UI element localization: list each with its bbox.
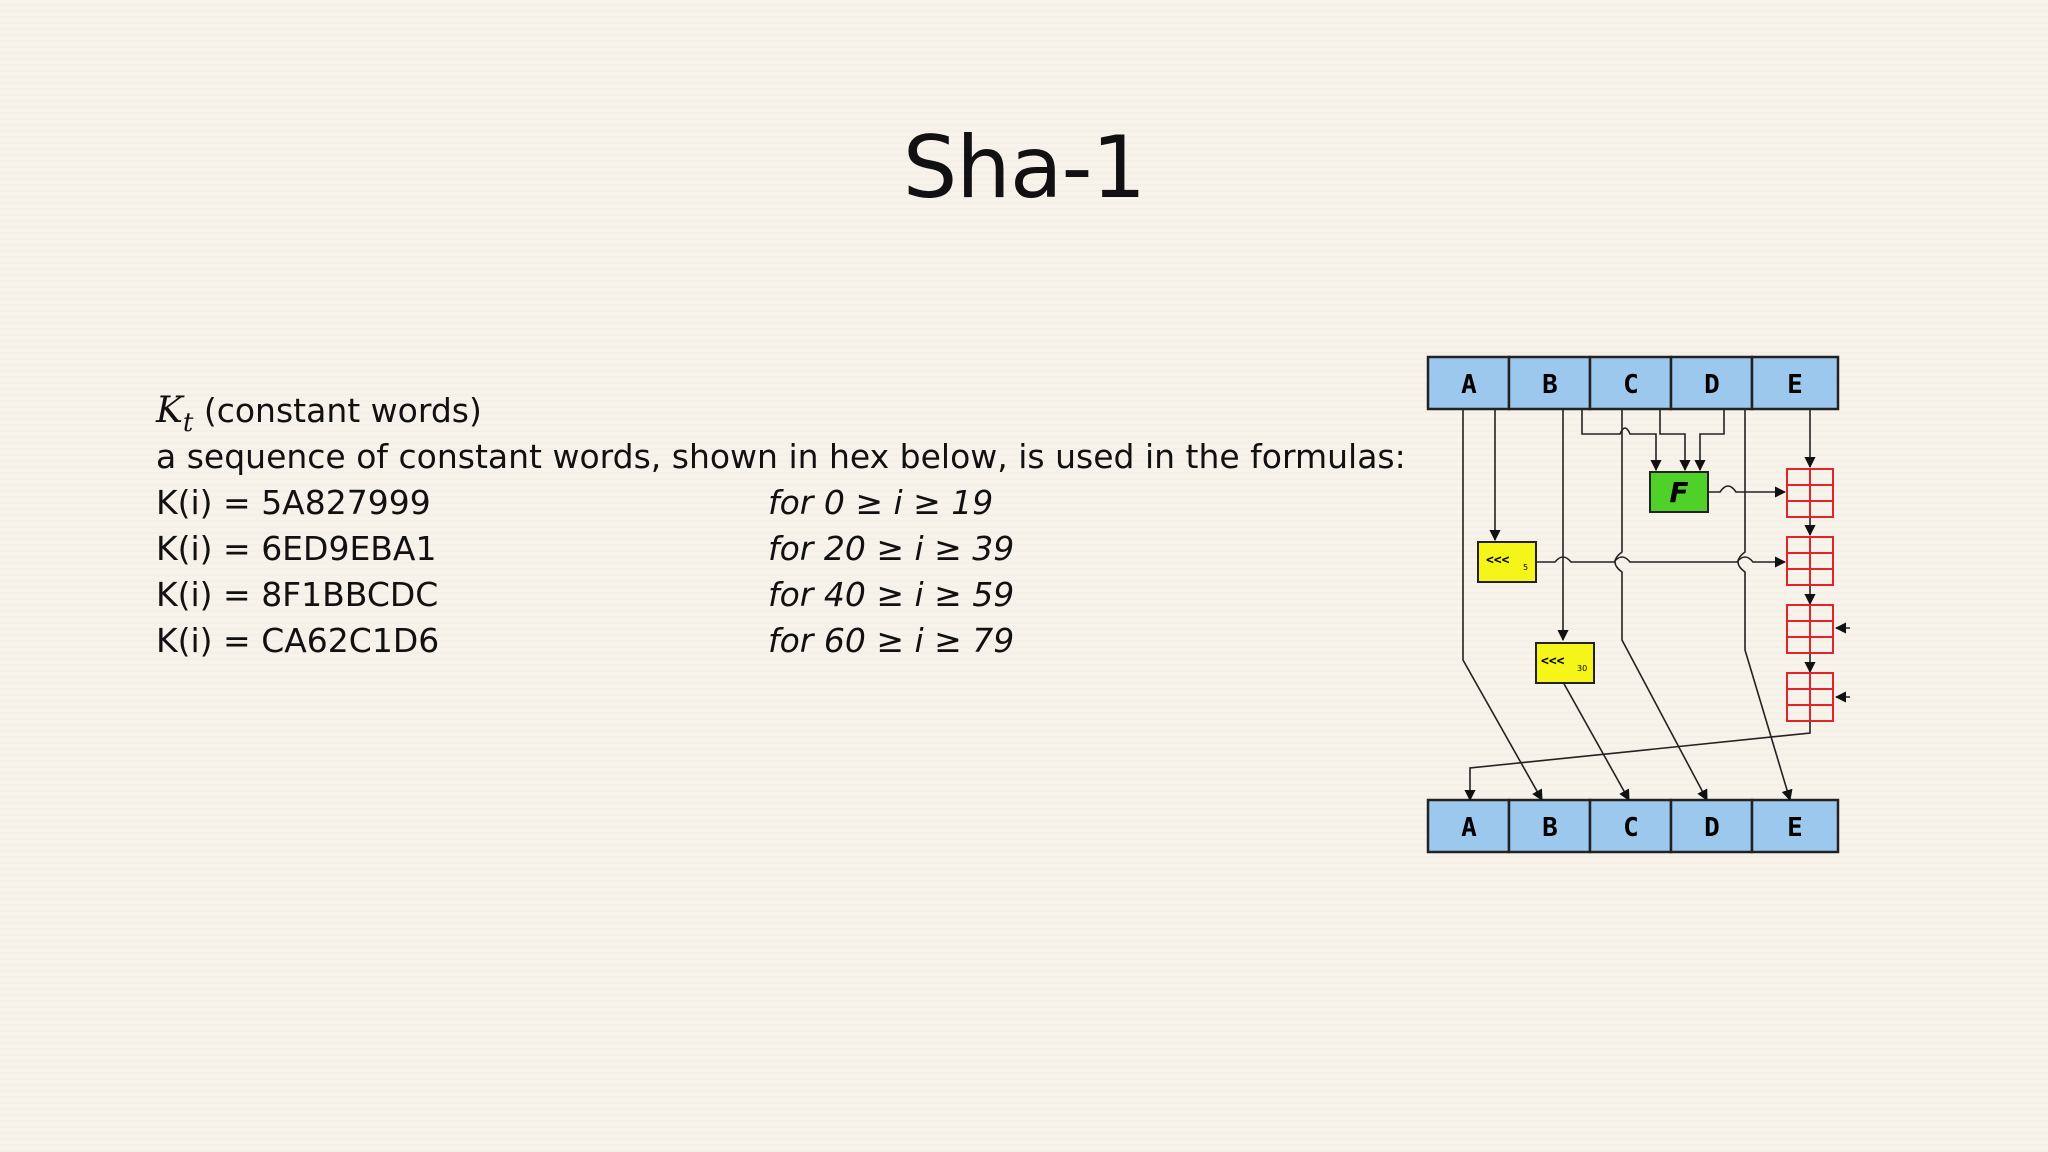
adder-4 — [1786, 672, 1834, 722]
top-register-a — [1426, 355, 1511, 411]
constant-formula: K(i) = CA62C1D6 — [156, 621, 440, 660]
intro-line: a sequence of constant words, shown in h… — [156, 437, 1406, 476]
constant-range: for 60 ≥ i ≥ 79 — [768, 621, 1015, 660]
top-register-label: C — [1623, 370, 1639, 400]
constant-range: for 0 ≥ i ≥ 19 — [768, 483, 994, 522]
wire-f-to-adder — [1708, 485, 1787, 498]
wire-d-to-e — [1737, 409, 1793, 802]
slide-title: Sha-1 — [902, 118, 1147, 218]
constant-range: for 40 ≥ i ≥ 59 — [768, 575, 1015, 614]
wire-rot30-to-c — [1562, 681, 1630, 801]
kt-subscript: t — [182, 408, 194, 438]
rotate-30-box — [1535, 642, 1595, 684]
bottom-register-label: D — [1704, 813, 1720, 843]
function-f-box — [1649, 471, 1709, 513]
wire-d-to-f — [1694, 409, 1725, 472]
top-register-d — [1669, 355, 1754, 411]
top-register-row: A B C D E — [1426, 355, 1840, 411]
adder-stack — [1786, 468, 1834, 722]
sha1-round-diagram: A B C D E A B C D E — [1426, 355, 1850, 854]
wire-c-to-d — [1614, 409, 1708, 801]
top-register-label: D — [1704, 370, 1720, 400]
wire-a-to-b — [1462, 409, 1543, 801]
wire-rot5-to-adder — [1536, 556, 1787, 568]
diagram-wires — [1462, 409, 1850, 802]
rotate-30-label: <<< — [1541, 654, 1565, 669]
rotate-5-subscript: 5 — [1523, 563, 1528, 572]
constant-row: K(i) = 5A827999 for 0 ≥ i ≥ 19 — [156, 480, 1406, 526]
wire-c-to-f — [1659, 409, 1691, 472]
constant-formula: K(i) = 5A827999 — [156, 483, 431, 522]
top-register-label: E — [1787, 370, 1803, 400]
adder-2 — [1786, 536, 1834, 586]
wire-adder-to-a — [1464, 722, 1811, 802]
bottom-register-label: A — [1461, 813, 1477, 843]
wire-b-to-f — [1581, 409, 1662, 472]
constant-row: K(i) = CA62C1D6 for 60 ≥ i ≥ 79 — [156, 618, 1406, 664]
bottom-register-e — [1750, 798, 1840, 854]
constant-row: K(i) = 8F1BBCDC for 40 ≥ i ≥ 59 — [156, 572, 1406, 618]
kt-description: (constant words) — [193, 391, 482, 430]
rotate-30-subscript: 30 — [1577, 664, 1587, 673]
constant-range: for 20 ≥ i ≥ 39 — [768, 529, 1015, 568]
bottom-register-d — [1669, 798, 1754, 854]
bottom-register-label: C — [1623, 813, 1639, 843]
bottom-register-b — [1507, 798, 1592, 854]
constants-text-block: Kt (constant words) a sequence of consta… — [156, 388, 1406, 664]
function-f-label: F — [1669, 476, 1688, 509]
constant-formula: K(i) = 8F1BBCDC — [156, 575, 439, 614]
bottom-register-a — [1426, 798, 1511, 854]
top-register-e — [1750, 355, 1840, 411]
bottom-register-label: E — [1787, 813, 1803, 843]
constant-formula: K(i) = 6ED9EBA1 — [156, 529, 437, 568]
bottom-register-label: B — [1542, 813, 1558, 843]
bottom-register-row: A B C D E — [1426, 798, 1840, 854]
constant-row: K(i) = 6ED9EBA1 for 20 ≥ i ≥ 39 — [156, 526, 1406, 572]
rotate-5-label: <<< — [1486, 553, 1510, 568]
bottom-register-c — [1588, 798, 1673, 854]
rotate-5-box — [1477, 541, 1537, 583]
top-register-label: A — [1461, 370, 1477, 400]
kt-heading: Kt (constant words) — [156, 388, 1406, 438]
adder-3 — [1786, 604, 1834, 654]
top-register-b — [1507, 355, 1592, 411]
top-register-label: B — [1542, 370, 1558, 400]
kt-symbol: K — [156, 390, 183, 431]
adder-1 — [1786, 468, 1834, 518]
